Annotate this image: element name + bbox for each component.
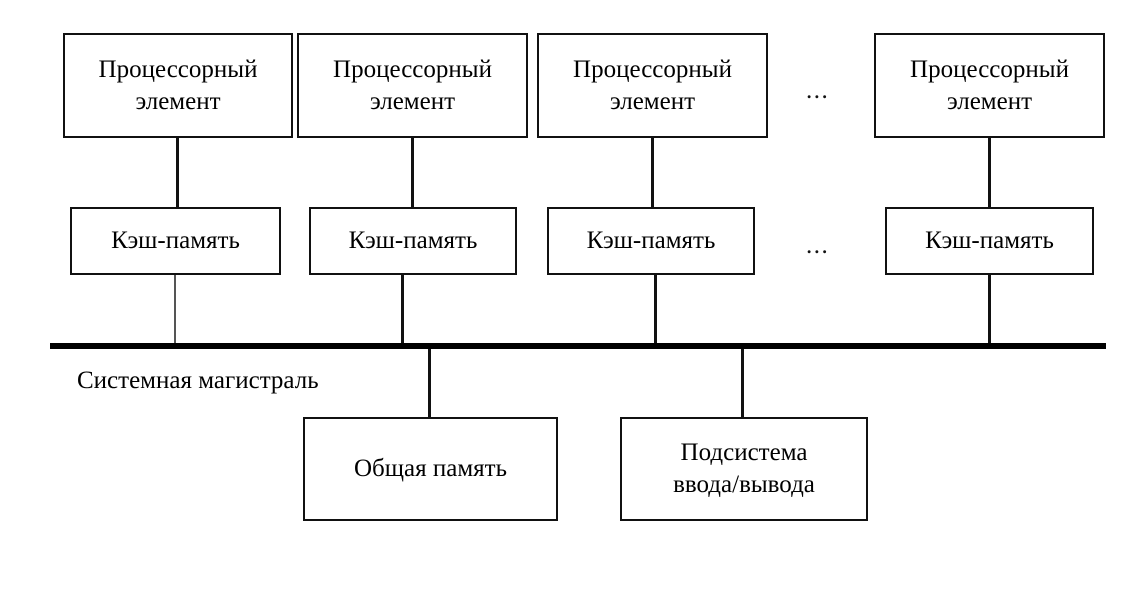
cache-memory-box-3[interactable]: Кэш-память [547,207,755,275]
system-bus-line [50,343,1106,349]
cache-memory-label: Кэш-память [925,227,1054,254]
io-subsystem-label-line2: ввода/вывода [673,471,815,498]
processor-element-label-line1: Процессорный [910,55,1069,83]
connector-cache1-bus [174,274,176,347]
processor-element-label-line2: элемент [609,87,696,115]
cache-memory-label: Кэш-память [348,227,478,254]
cache-memory-box-4[interactable]: Кэш-память [885,207,1094,275]
connector-cache3-bus [654,274,657,347]
io-subsystem-box[interactable]: Подсистема ввода/вывода [620,417,868,521]
processor-element-box-3[interactable]: Процессорный элемент [537,33,768,138]
shared-memory-label: Общая память [354,455,507,482]
connector-cache4-bus [988,274,991,347]
ellipsis-processor-row: ... [806,77,830,104]
processor-element-label-line2: элемент [946,87,1033,115]
processor-element-box-4[interactable]: Процессорный элемент [874,33,1105,138]
connector-pe1-cache1 [176,136,179,209]
system-bus-label: Системная магистраль [77,367,319,394]
processor-element-label-line2: элемент [369,87,456,115]
cache-memory-box-1[interactable]: Кэш-память [70,207,281,275]
processor-element-label-line1: Процессорный [333,55,492,83]
io-subsystem-label-line1: Подсистема [680,439,808,466]
cache-memory-label: Кэш-память [586,227,716,254]
ellipsis-cache-row: ... [806,232,830,259]
processor-element-box-2[interactable]: Процессорный элемент [297,33,528,138]
cache-memory-box-2[interactable]: Кэш-память [309,207,517,275]
connector-pe4-cache4 [988,136,991,209]
processor-element-box-1[interactable]: Процессорный элемент [63,33,293,138]
connector-cache2-bus [401,274,404,347]
processor-element-label-line1: Процессорный [98,55,258,83]
shared-memory-box[interactable]: Общая память [303,417,558,521]
connector-pe2-cache2 [411,136,414,209]
processor-element-label-line2: элемент [135,87,221,115]
processor-element-label-line1: Процессорный [573,55,732,83]
connector-pe3-cache3 [651,136,654,209]
cache-memory-label: Кэш-память [111,227,240,254]
connector-bus-io-subsystem [741,347,744,419]
connector-bus-shared-memory [428,347,431,419]
